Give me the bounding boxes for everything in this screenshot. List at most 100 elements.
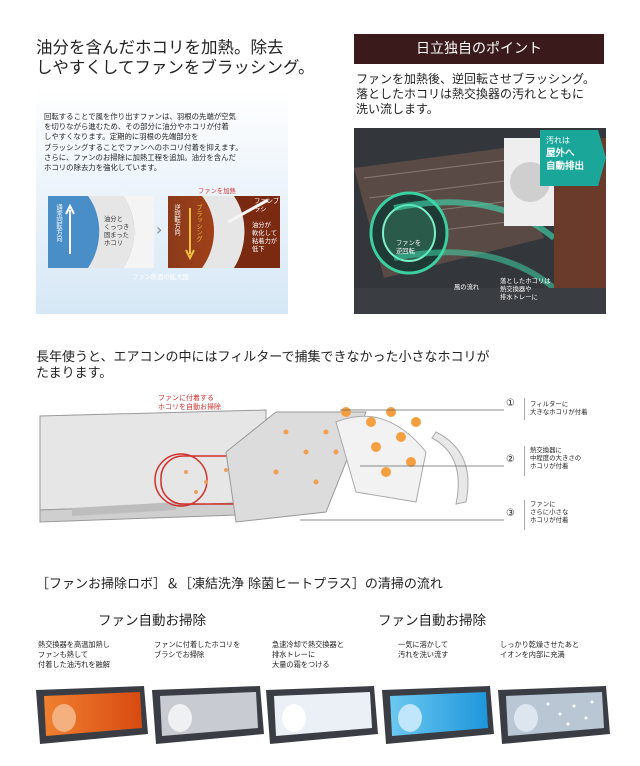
brushing-label: ブラッシング [195,204,202,242]
step-caption: 急速冷却で熱交換器と 排水トレーに 大量の霜をつける [272,640,382,670]
explanation-text: 回転することで風を作り出すファンは、羽根の先端が空気 を切りながら進むため、その… [44,112,284,173]
note-line: ファンに付着する [158,394,214,402]
normal-rotation-label: 通常回転方向 [55,204,62,242]
callout-text: 熱交換器に 中程度の大きさの ホコリが付着 [530,446,620,471]
fan-reverse-label: ファンを 逆回転 [396,240,421,256]
caption-line: 一気に溶かして [398,640,449,649]
callout-text: ファンに さらに小さな ホコリが付着 [530,500,620,525]
caption-line: 付着した油汚れを融解 [38,660,110,669]
note-line: 油分が [252,222,271,229]
step-1 [36,686,148,744]
chevron-right-icon: › [156,220,163,239]
step-caption: 熱交換器を高温加熱し ファンも熱して 付着した油汚れを融解 [38,640,148,670]
label-line: 熱交換器や [500,286,532,293]
title-line: たまります。 [36,366,113,381]
fan-blades-normal-graphic [65,196,154,268]
group-title: ファン自動お掃除 [378,613,486,629]
caption-line: 汚れを洗い流す [398,650,449,659]
callout-number: ③ [506,508,515,519]
text-line: 熱交換器に [530,446,562,454]
cleaning-flow-title: ［ファンお掃除ロボ］＆［凍結洗浄 除菌ヒートプラス］の清掃の流れ [36,577,443,592]
body-line: 回転することで風を作り出すファンは、羽根の先端が空気 [44,112,236,121]
caption-line: 排水トレーに [272,650,316,659]
group-title: ファン自動お掃除 [98,613,206,629]
label-line: 落としたホコリは [500,278,551,285]
callout-number: ① [506,398,515,409]
callout-text: フィルターに 大きなホコリが付着 [530,400,620,416]
point-description: ファンを加熱後、逆回転させブラッシング。 落としたホコリは熱交換器の汚れとともに… [356,72,595,117]
text-line: ホコリが付着 [530,516,569,525]
fan-blades-reverse-graphic [185,196,280,268]
caption-line: 熱交換器を高温加熱し [38,640,110,649]
step-illustrations-graphic [36,686,610,744]
callout-line: 汚れは [546,136,570,145]
label-line: ファンを [396,240,422,247]
description-line: 洗い流します。 [356,102,439,116]
description-line: ファンを加熱後、逆回転させブラッシング。 [356,72,596,86]
body-line: ブラッシングすることでファンへのホコリ付着を抑えます。 [44,142,243,152]
fan-photo: 汚れは 屋外へ 自動排出 ファンを 逆回転 風の流れ 落としたホコリは 熱交換器… [354,128,606,314]
heat-fan-label: ファンを加熱 [198,188,236,195]
fan-brush-label: ファンブラシ [254,198,279,213]
divider [524,398,525,420]
softened-oil-note: 油分が 軟化して 粘着力が 低下 [252,222,277,254]
note-line: ホコリを自動お掃除 [158,403,221,411]
text-line: 中程度の大きさの [530,454,582,463]
caption-line: ファンも熱して [38,650,89,659]
step-2 [152,686,264,744]
text-line: フィルターに [530,400,569,408]
step-caption: しっかり乾燥させたあと イオンを内部に充満 [500,640,610,660]
diagram-caption: ファン断面の拡大図 [132,274,189,281]
caption-line: ファンに付着したホコリを [154,640,241,649]
text-line: 大きなホコリが付着 [530,408,588,417]
callout-line: 屋外へ [546,148,575,159]
aircon-exploded-graphic [39,407,469,523]
middle-title: 長年使うと、エアコンの中にはフィルターで捕集できなかった小さなホコリが たまりま… [36,350,489,382]
title-line: 油分を含んだホコリを加熱。除去 [36,38,284,57]
outdoor-discharge-callout: 汚れは 屋外へ 自動排出 [540,130,606,186]
caption-line: 大量の霜をつける [272,660,330,669]
note-line: 低下 [252,246,265,253]
fan-section-normal: 通常回転方向 油分と くっつき 固まった ホコリ [48,196,154,268]
note-line: 固まった [104,232,129,239]
text-line: さらに小さな [530,508,569,517]
text-line: ホコリが付着 [530,462,569,471]
callout-number: ② [506,454,515,465]
body-line: しやすくなります。定期的に羽根の先端部分を [44,132,199,142]
heating-title: 油分を含んだホコリを加熱。除去 しやすくしてファンをブラッシング。 [36,38,315,78]
divider [524,446,525,476]
wind-flow-label: 風の流れ [454,284,480,291]
reverse-rotation-label: 逆回転方向 [173,204,180,236]
divider [524,500,525,530]
dropped-dust-label: 落としたホコリは 熱交換器や 排水トレーに [500,278,550,302]
step-4 [382,686,494,744]
caption-line: 急速冷却で熱交換器と [272,640,344,649]
step-5 [498,686,610,744]
label-line: 排水トレーに [500,294,538,301]
body-line: を切りながら進むため、その部分に油分やホコリが付着 [44,122,229,132]
caption-line: イオンを内部に充満 [500,650,565,659]
callout-line: 自動排出 [546,161,585,172]
step-caption: ファンに付着したホコリを ブラシでお掃除 [154,640,264,660]
note-line: 粘着力が [252,238,278,245]
body-line: ホコリの除去力を強化しています。 [44,163,162,173]
hitachi-point-badge: 日立独自のポイント [354,34,604,64]
step-3 [266,686,378,744]
note-line: 油分と [104,216,123,223]
description-line: 落としたホコリは熱交換器の汚れとともに [356,87,585,101]
note-line: ホコリ [104,240,123,247]
caption-line: しっかり乾燥させたあと [500,640,580,649]
aircon-exploded-diagram: ファンに付着する ホコリを自動お掃除 [36,392,496,542]
step-illustrations [36,684,612,748]
body-line: さらに、ファンのお掃除に加熱工程を追加。油分を含んだ [44,152,236,162]
step-caption: 一気に溶かして 汚れを洗い流す [398,640,508,660]
note-line: 軟化して [252,230,277,237]
title-line: 長年使うと、エアコンの中にはフィルターで捕集できなかった小さなホコリが [36,350,490,365]
fan-section-reverse: 逆回転方向 ブラッシング ファンブラシ 油分が 軟化して 粘着力が 低下 [168,196,280,268]
caption-line: ブラシでお掃除 [154,650,205,659]
fan-auto-clean-note: ファンに付着する ホコリを自動お掃除 [158,394,221,412]
explanation-panel: 回転することで風を作り出すファンは、羽根の先端が空気 を切りながら進むため、その… [36,88,288,314]
text-line: ファンに [530,500,556,508]
callout-leader-lines [300,409,504,521]
label-line: 逆回転 [396,248,415,255]
